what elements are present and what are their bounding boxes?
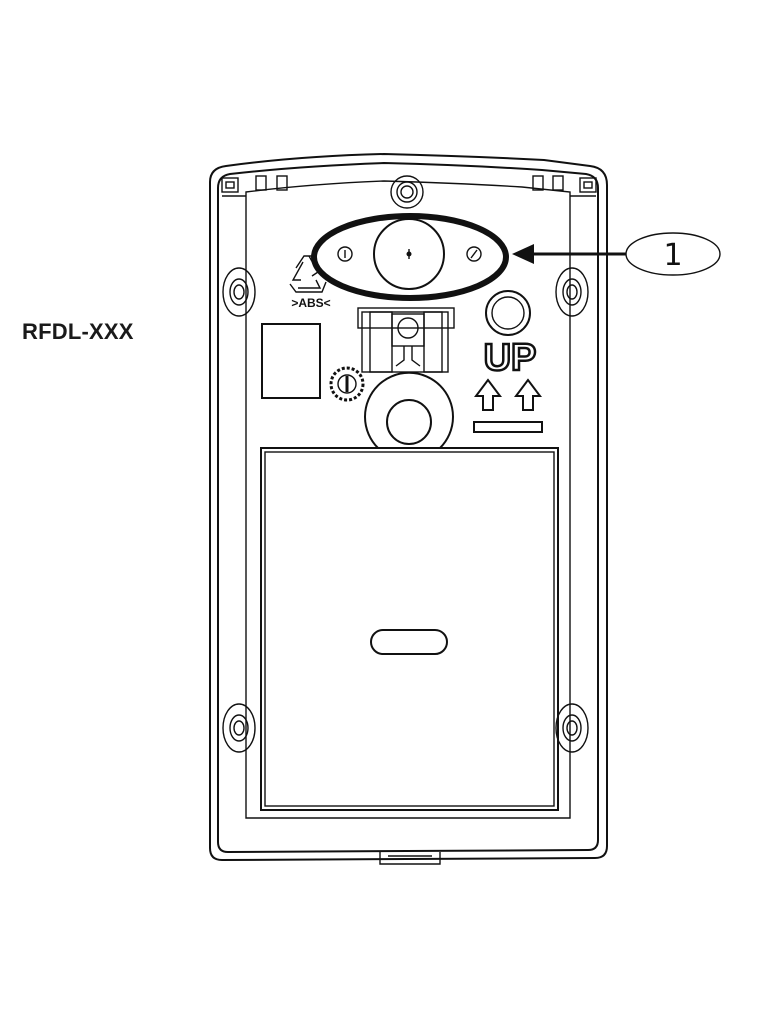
sensor-assembly [311,213,509,301]
up-indicator [485,290,531,336]
model-label: RFDL-XXX [22,319,134,344]
callout-number: 1 [663,238,682,273]
up-arrow-icons [473,378,543,433]
abs-material-mark: >ABS< [291,296,330,310]
mounting-holes [222,267,589,753]
top-screw-hole [390,175,424,209]
connector-block [357,307,455,373]
label-area [261,323,321,399]
battery-compartment [260,447,559,811]
housing-outline [209,152,608,865]
slot-hole [370,629,448,655]
lens-boss [364,371,454,449]
recycle-icon [289,255,327,293]
callout-1 [512,232,721,276]
rotary-switch-icon [329,366,365,402]
up-label: UP [484,337,537,379]
